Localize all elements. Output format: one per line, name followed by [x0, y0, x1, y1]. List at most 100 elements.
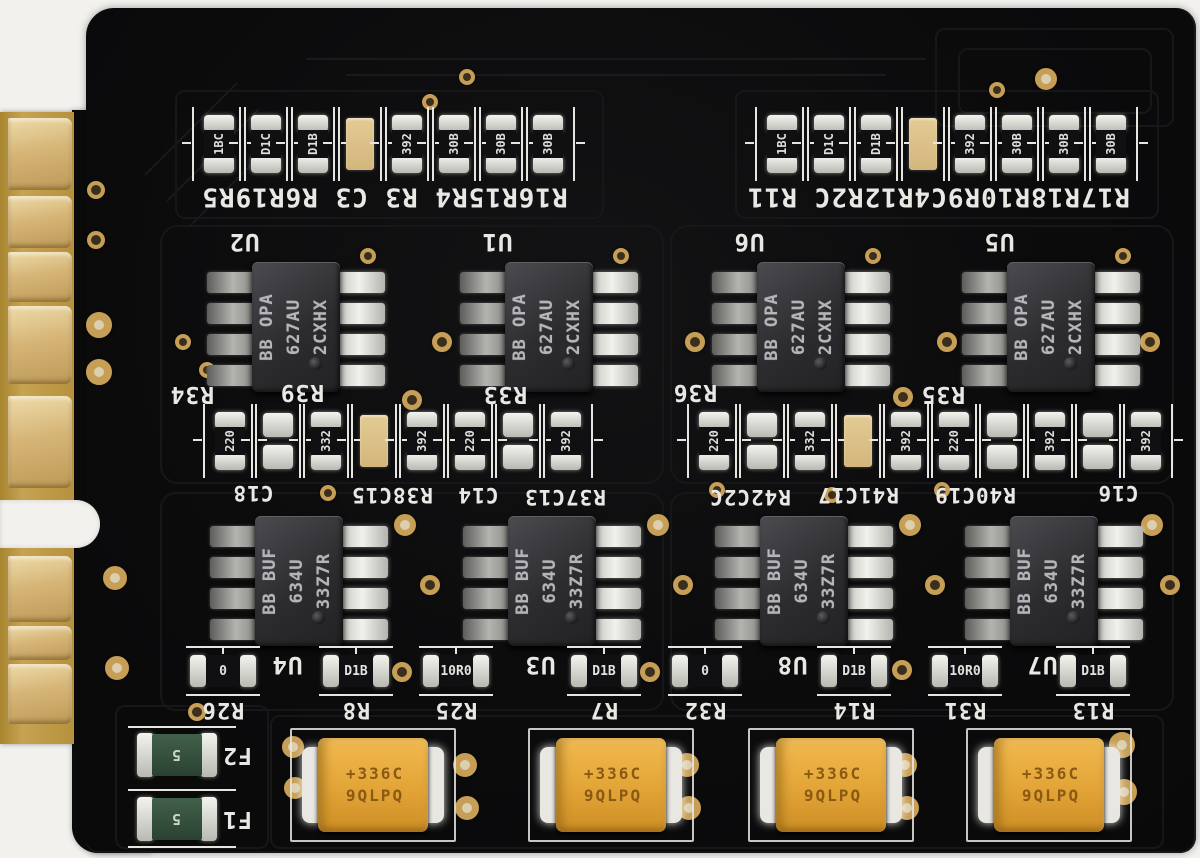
- solder-pad: [455, 412, 485, 429]
- resistor-marking: 30B: [1104, 133, 1118, 155]
- smd-resistor: D1C: [251, 130, 281, 158]
- ic-pin: [210, 619, 257, 640]
- silk-line: [432, 107, 434, 181]
- smd-resistor: 30B: [1096, 130, 1126, 158]
- silk-line: [943, 107, 945, 181]
- silk-line: [1027, 142, 1036, 144]
- silk-line: [1023, 404, 1025, 478]
- silk-line: [222, 646, 224, 654]
- ic-pin: [594, 588, 641, 609]
- solder-pad: [533, 115, 563, 132]
- silk-line: [1078, 439, 1087, 441]
- trace-outline: [270, 715, 1164, 849]
- solder-pad: [621, 655, 637, 687]
- smd-resistor: D1C: [814, 130, 844, 158]
- solder-pad: [486, 156, 516, 173]
- silk-line: [995, 107, 997, 181]
- ic-pin: [210, 557, 257, 578]
- silk-line: [347, 404, 349, 478]
- silk-line: [539, 404, 541, 478]
- ic-pin: [594, 526, 641, 547]
- solder-pad: [672, 655, 688, 687]
- solder-pad: [392, 156, 422, 173]
- solder-pad: [722, 655, 738, 687]
- capacitor-marking-line: 9QLPQ: [583, 786, 643, 805]
- silk-line: [1119, 404, 1121, 478]
- ic-pin: [207, 365, 254, 386]
- solder-pad: [551, 453, 581, 470]
- solder-pad: [861, 115, 891, 132]
- silk-line: [831, 404, 833, 478]
- silk-line: [128, 789, 236, 791]
- solder-pad: [137, 797, 154, 841]
- solder-pad: [1035, 453, 1065, 470]
- pin1-dot: [312, 611, 325, 624]
- smd-capacitor: [346, 118, 374, 170]
- ic-silk-label: U6: [733, 228, 765, 257]
- capacitor-marking-line: +336C: [345, 764, 405, 783]
- silk-line: [1030, 439, 1039, 441]
- solder-pad: [311, 412, 341, 429]
- via: [459, 69, 475, 85]
- via: [320, 485, 336, 501]
- silk-line: [783, 404, 785, 478]
- resistor-marking: 332: [319, 430, 333, 452]
- ic-pin: [843, 334, 890, 355]
- ic-pin: [207, 334, 254, 355]
- via: [394, 514, 416, 536]
- silk-line: [573, 107, 575, 181]
- resistor-silk-label: R31: [943, 697, 987, 723]
- silk-line: [341, 142, 350, 144]
- silk-line: [186, 694, 260, 696]
- solder-pad: [939, 412, 969, 429]
- silk-line: [849, 107, 851, 181]
- resistor-marking: 0: [219, 663, 227, 679]
- smd-capacitor: [360, 415, 388, 467]
- silk-line: [735, 404, 737, 478]
- silk-line: [790, 439, 799, 441]
- silk-line: [594, 439, 603, 441]
- ic-pin: [962, 272, 1009, 293]
- solder-pad: [1096, 156, 1126, 173]
- resistor-marking: D1C: [259, 133, 273, 155]
- solder-pad: [891, 412, 921, 429]
- silk-line: [1171, 404, 1173, 478]
- resistor-marking: 10R0: [440, 663, 472, 679]
- solder-pad: [251, 156, 281, 173]
- silk-line: [521, 107, 523, 181]
- ic-marking-line: 634U: [1042, 558, 1062, 604]
- smd-resistor: 1BC: [767, 130, 797, 158]
- silk-line: [787, 404, 789, 478]
- ic-pin: [341, 619, 388, 640]
- ic-pin: [846, 619, 893, 640]
- silk-frame: [966, 728, 1132, 842]
- solder-pad: [955, 115, 985, 132]
- capacitor-marking-line: +336C: [583, 764, 643, 783]
- via: [899, 514, 921, 536]
- ic-pin: [338, 303, 385, 324]
- solder-pad: [263, 445, 293, 469]
- resistor-marking: D1B: [1081, 663, 1105, 679]
- smd-resistor: D1B: [339, 655, 373, 687]
- capacitor-marking-line: +336C: [803, 764, 863, 783]
- silk-line: [883, 404, 885, 478]
- silk-line: [802, 107, 804, 181]
- ic-pin: [591, 365, 638, 386]
- silk-line: [982, 439, 991, 441]
- resistor-marking: 10R0: [949, 663, 981, 679]
- pin1-dot: [309, 357, 322, 370]
- solder-pad: [821, 655, 837, 687]
- silk-line: [1027, 404, 1029, 478]
- ic-pin: [463, 619, 510, 640]
- silk-line: [529, 439, 538, 441]
- ic-pin: [965, 526, 1012, 547]
- silk-line: [427, 107, 429, 181]
- ic-pin: [341, 557, 388, 578]
- solder-pad: [455, 453, 485, 470]
- capacitor-marking-line: 9QLPQ: [345, 786, 405, 805]
- smd-resistor: 10R0: [948, 655, 982, 687]
- solder-pad: [861, 156, 891, 173]
- resistor-marking: 392: [400, 133, 414, 155]
